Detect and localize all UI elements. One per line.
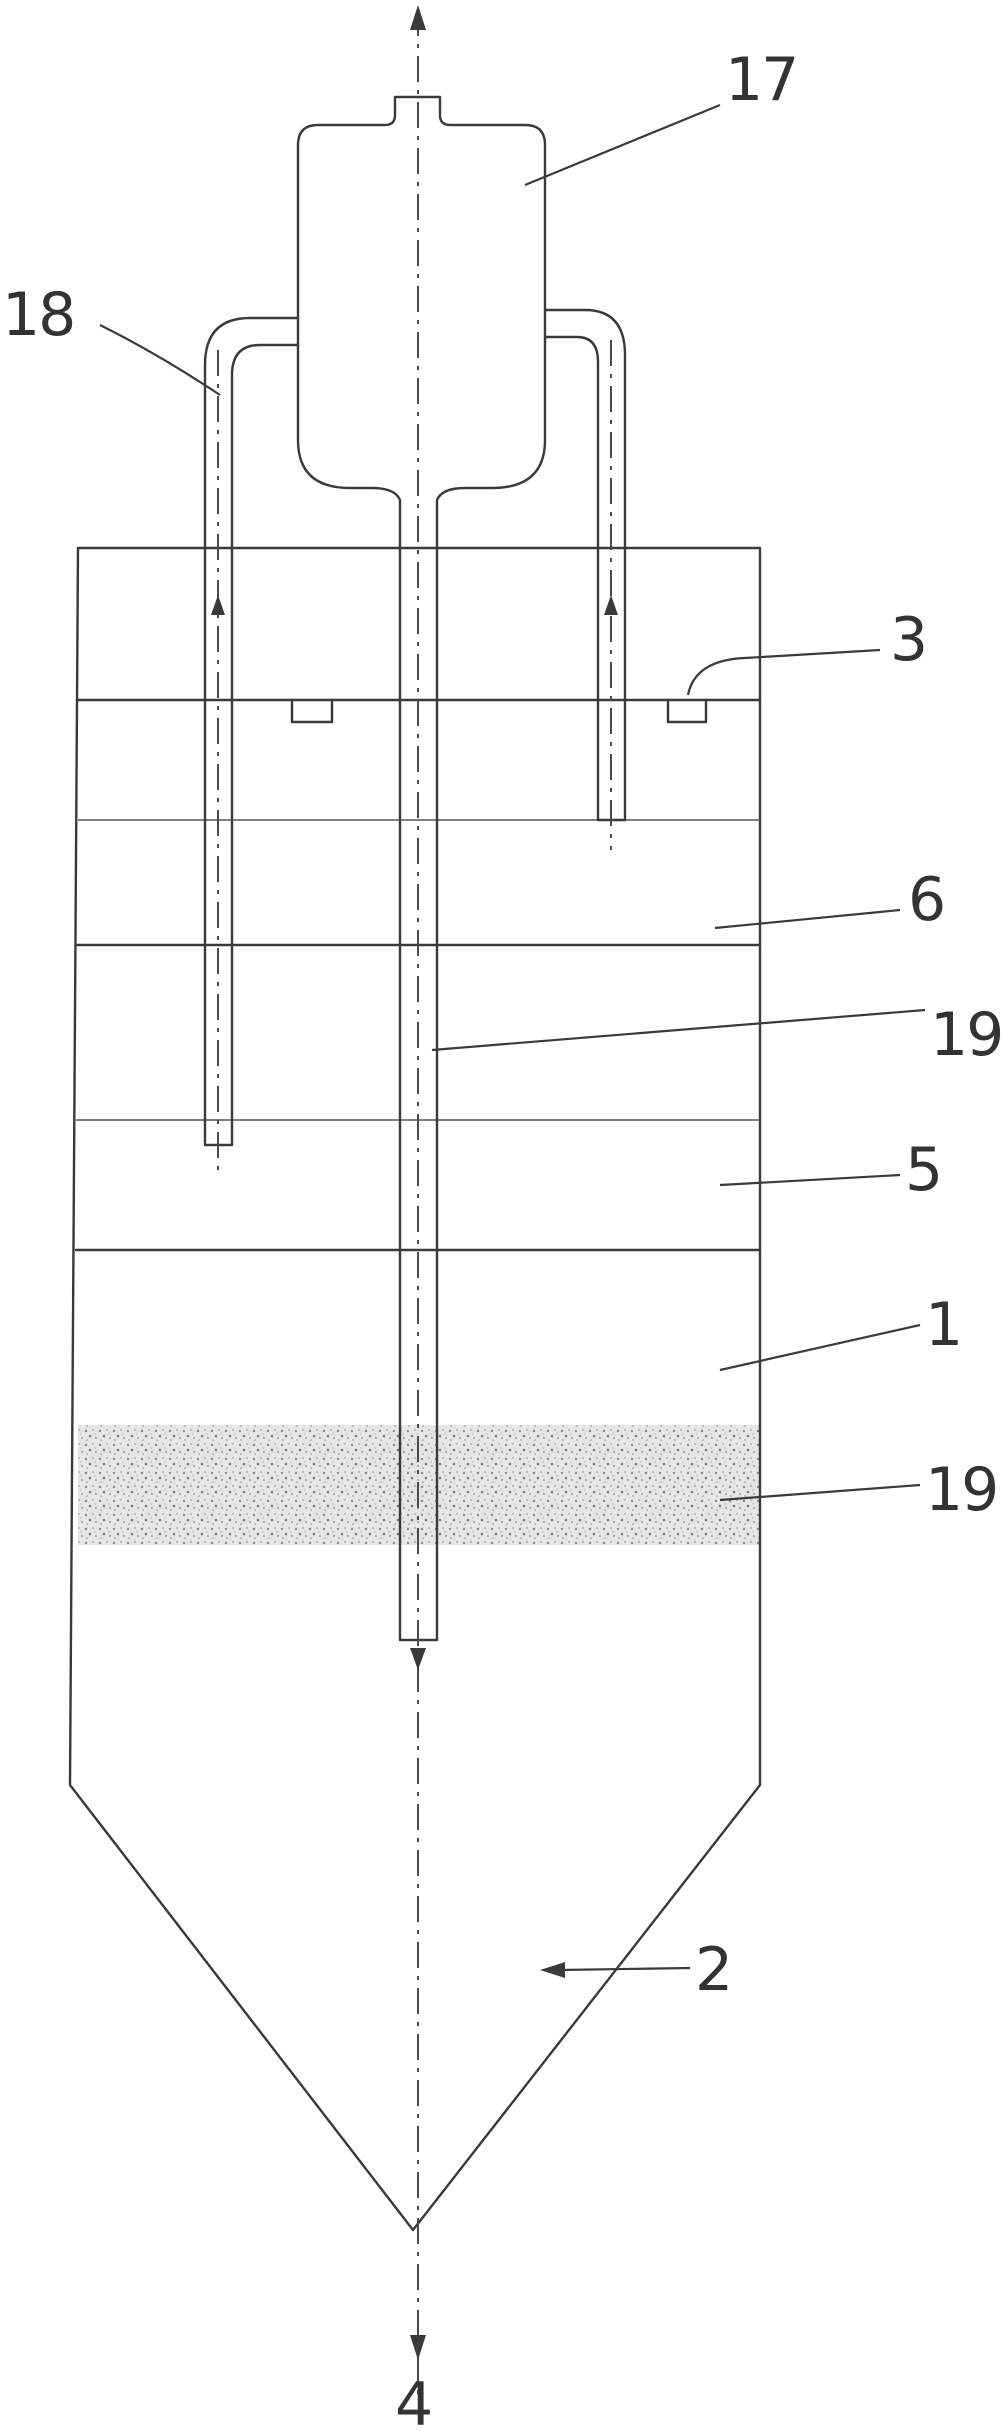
label-19-top: 19 bbox=[930, 1000, 1001, 1070]
leader-3 bbox=[686, 648, 881, 696]
right-pipe-up-arrow bbox=[604, 595, 618, 615]
bottom-outlet-arrow bbox=[410, 2335, 426, 2360]
leader-1 bbox=[719, 1323, 921, 1372]
label-3: 3 bbox=[890, 605, 926, 675]
label-5: 5 bbox=[905, 1135, 941, 1205]
weir-notch-left bbox=[290, 698, 334, 724]
label-18: 18 bbox=[2, 280, 74, 350]
leader-6 bbox=[714, 908, 901, 930]
right-return-pipe-outer bbox=[543, 308, 627, 822]
left-return-pipe-inner bbox=[230, 343, 300, 1147]
label-19-bottom: 19 bbox=[925, 1455, 997, 1525]
leader-17 bbox=[524, 103, 721, 187]
leader-19-bottom bbox=[719, 1483, 921, 1502]
top-outlet-arrow bbox=[410, 5, 426, 30]
label-17: 17 bbox=[725, 45, 797, 115]
vessel-outline bbox=[68, 546, 762, 2232]
label-4: 4 bbox=[395, 2370, 431, 2431]
label-6: 6 bbox=[908, 865, 944, 935]
left-pipe-up-arrow bbox=[211, 595, 225, 615]
right-return-pipe-inner bbox=[543, 335, 600, 822]
leader-18 bbox=[99, 324, 221, 396]
label-2: 2 bbox=[695, 1935, 731, 2005]
leader-5 bbox=[719, 1173, 901, 1187]
left-return-pipe-outer bbox=[203, 316, 300, 1147]
weir-notch-right bbox=[666, 698, 708, 724]
top-device bbox=[296, 95, 547, 1642]
cone-pointer-arrow bbox=[540, 1962, 565, 1978]
leader-19-top bbox=[431, 1008, 926, 1052]
label-1: 1 bbox=[925, 1290, 961, 1360]
central-pipe-down-arrow bbox=[410, 1648, 426, 1670]
leader-2 bbox=[559, 1966, 691, 1972]
